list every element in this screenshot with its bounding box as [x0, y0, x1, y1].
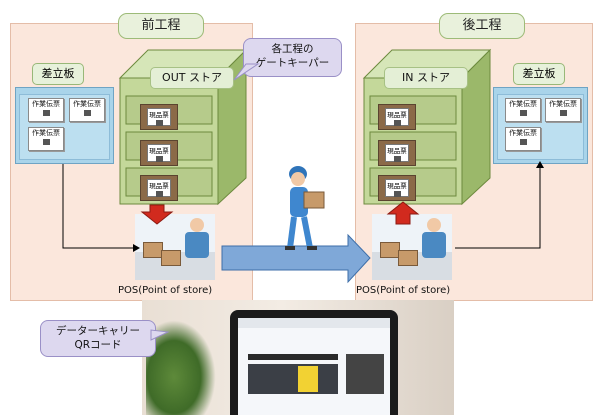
out-store-title: OUT ストア: [150, 67, 234, 89]
in-shelf-box-2: 現品票: [378, 140, 416, 166]
left-board-title: 差立板: [32, 63, 84, 85]
left-board-arrowhead: [133, 244, 140, 252]
left-work-slip-3: 作業伝票: [28, 127, 64, 151]
left-board-to-pos-connector: [62, 164, 133, 249]
carrying-worker: [285, 166, 325, 250]
right-work-slip-2: 作業伝票: [545, 98, 581, 122]
out-shelf-box-3: 現品票: [140, 175, 178, 201]
data-carrier-callout: データーキャリー QRコード: [40, 320, 156, 357]
gatekeeper-callout: 各工程の ゲートキーパー: [243, 38, 342, 77]
front-process-title: 前工程: [118, 13, 204, 39]
right-board-arrowhead: [536, 161, 544, 168]
transfer-blue-arrow: [221, 233, 371, 284]
out-shelf-box-2: 現品票: [140, 140, 178, 166]
data-carrier-callout-pointer: [150, 329, 170, 341]
left-pos-scene: [135, 214, 215, 280]
right-pos-label: POS(Point of store): [356, 285, 451, 296]
gatekeeper-callout-pointer: [233, 63, 260, 81]
left-work-slip-2: 作業伝票: [69, 98, 105, 122]
in-red-arrow: [386, 201, 420, 225]
laptop-photo: [142, 300, 454, 415]
left-pos-label: POS(Point of store): [118, 285, 213, 296]
in-store-title: IN ストア: [384, 67, 468, 89]
left-work-slip-1: 作業伝票: [28, 98, 64, 122]
right-board-title: 差立板: [513, 63, 565, 85]
in-shelf-box-3: 現品票: [378, 175, 416, 201]
in-shelf-box-1: 現品票: [378, 104, 416, 130]
right-work-slip-3: 作業伝票: [505, 127, 541, 151]
pos-to-right-board-connector: [455, 168, 541, 249]
out-shelf-box-1: 現品票: [140, 104, 178, 130]
right-pos-scene: [372, 214, 452, 280]
laptop-screen: [230, 310, 398, 415]
out-red-arrow: [140, 204, 174, 225]
back-process-title: 後工程: [439, 13, 525, 39]
right-work-slip-1: 作業伝票: [505, 98, 541, 122]
